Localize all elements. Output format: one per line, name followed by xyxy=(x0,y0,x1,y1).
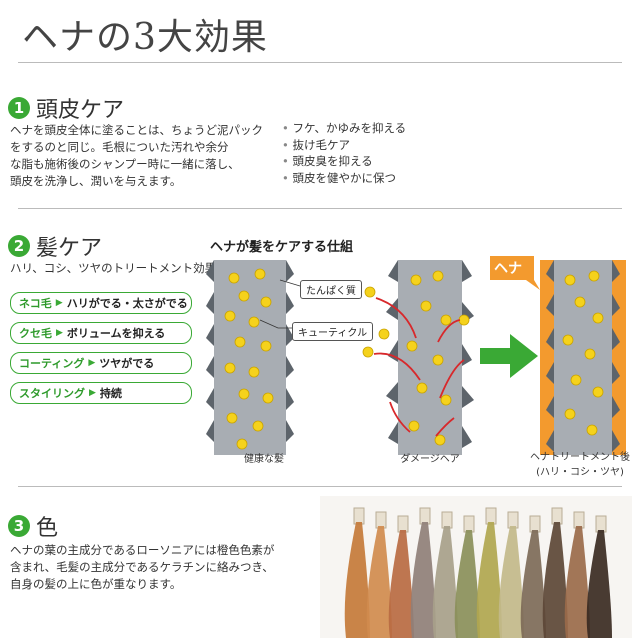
caption-healthy: 健康な髪 xyxy=(244,454,284,465)
list-item: 頭皮臭を抑える xyxy=(282,153,406,170)
triangle-icon: ▶ xyxy=(89,388,96,398)
henna-tag xyxy=(490,256,540,290)
hair-swatch xyxy=(498,526,524,638)
triangle-icon: ▶ xyxy=(55,298,63,308)
divider xyxy=(18,208,622,209)
section-2-heading: 2 髪ケア xyxy=(8,230,102,262)
section-1-title: 頭皮ケア xyxy=(36,98,125,123)
section-2-title: 髪ケア xyxy=(36,236,103,261)
swatch-clip xyxy=(353,507,365,525)
divider xyxy=(18,62,622,63)
swatch-clip xyxy=(441,511,453,529)
hair-care-subtitle: ハリ、コシ、ツヤのトリートメント効果 xyxy=(10,261,217,275)
damaged-hair-illustration xyxy=(362,260,474,455)
swatch-clip xyxy=(397,515,409,533)
caption-after: ヘナトリートメント後 (ハリ・コシ・ツヤ) xyxy=(520,448,640,478)
pill-key: クセ毛 xyxy=(19,327,52,340)
caption-after-line1: ヘナトリートメント後 xyxy=(530,452,630,463)
diagram-title: ヘナが髪をケアする仕組 xyxy=(210,240,354,255)
healthy-hair-illustration xyxy=(206,260,294,455)
green-arrow-icon xyxy=(480,334,538,378)
pill-value: 持続 xyxy=(99,387,122,400)
scalp-care-bullets: フケ、かゆみを抑える 抜け毛ケア 頭皮臭を抑える 頭皮を健やかに保つ xyxy=(282,120,406,186)
divider xyxy=(18,486,622,487)
swatch-clip xyxy=(573,511,585,529)
benefit-pill: ネコ毛▶ハリがでる・太さがでる xyxy=(10,292,192,314)
hair-swatch xyxy=(586,530,612,638)
list-item: 抜け毛ケア xyxy=(282,137,406,154)
section-3-title: 色 xyxy=(36,516,59,541)
color-paragraph: ヘナの葉の主成分であるローソニアには橙色色素が 含まれ、毛髪の主成分であるケラチ… xyxy=(10,543,275,591)
treated-hair-illustration xyxy=(540,260,626,455)
swatch-clip xyxy=(485,507,497,525)
pill-value: ツヤがでる xyxy=(99,357,155,370)
swatch-clip xyxy=(595,515,607,533)
hair-swatch xyxy=(344,522,370,638)
benefit-pill: クセ毛 ▶ボリュームを抑える xyxy=(10,322,192,344)
pill-key: スタイリング xyxy=(19,387,85,400)
list-item: 頭皮を健やかに保つ xyxy=(282,170,406,187)
benefit-pill: スタイリング ▶持続 xyxy=(10,382,192,404)
swatch-clip xyxy=(507,511,519,529)
hair-swatch xyxy=(564,526,590,638)
hair-swatch xyxy=(454,530,480,638)
hair-care-diagram xyxy=(206,256,626,455)
swatch-clip xyxy=(419,507,431,525)
hair-swatch xyxy=(410,522,436,638)
pill-key: ネコ毛 xyxy=(19,297,52,310)
hair-swatch xyxy=(366,526,392,638)
section-1-heading: 1 頭皮ケア xyxy=(8,92,124,124)
scalp-care-paragraph: ヘナを頭皮全体に塗ることは、ちょうど泥パック をするのと同じ。毛根についた汚れや… xyxy=(10,123,263,188)
henna-tag-label: ヘナ xyxy=(494,261,522,277)
hair-swatch xyxy=(432,526,458,638)
swatch-clip xyxy=(529,515,541,533)
pill-value: ボリュームを抑える xyxy=(66,327,166,340)
swatch-clip xyxy=(375,511,387,529)
hair-swatch xyxy=(388,530,414,638)
hair-swatches-image xyxy=(320,496,632,638)
triangle-icon: ▶ xyxy=(88,358,96,368)
pill-key: コーティング xyxy=(19,357,85,370)
swatch-clip xyxy=(551,507,563,525)
page-title: ヘナの3大効果 xyxy=(22,17,268,58)
section-number-badge: 3 xyxy=(8,515,30,537)
hair-swatch xyxy=(542,522,568,638)
swatch-clip xyxy=(463,515,475,533)
section-number-badge: 2 xyxy=(8,235,30,257)
benefit-pill: コーティング▶ツヤがでる xyxy=(10,352,192,374)
cuticle-label: キューティクル xyxy=(292,322,374,341)
protein-label: たんぱく質 xyxy=(300,280,362,299)
section-number-badge: 1 xyxy=(8,97,30,119)
triangle-icon: ▶ xyxy=(56,328,63,338)
section-3-heading: 3 色 xyxy=(8,510,58,542)
hair-swatch xyxy=(520,530,546,638)
caption-damaged: ダメージヘア xyxy=(400,454,460,465)
pill-value: ハリがでる・太さがでる xyxy=(66,297,188,310)
hair-swatch xyxy=(476,522,502,638)
list-item: フケ、かゆみを抑える xyxy=(282,120,406,137)
caption-after-line2: (ハリ・コシ・ツヤ) xyxy=(536,467,624,478)
